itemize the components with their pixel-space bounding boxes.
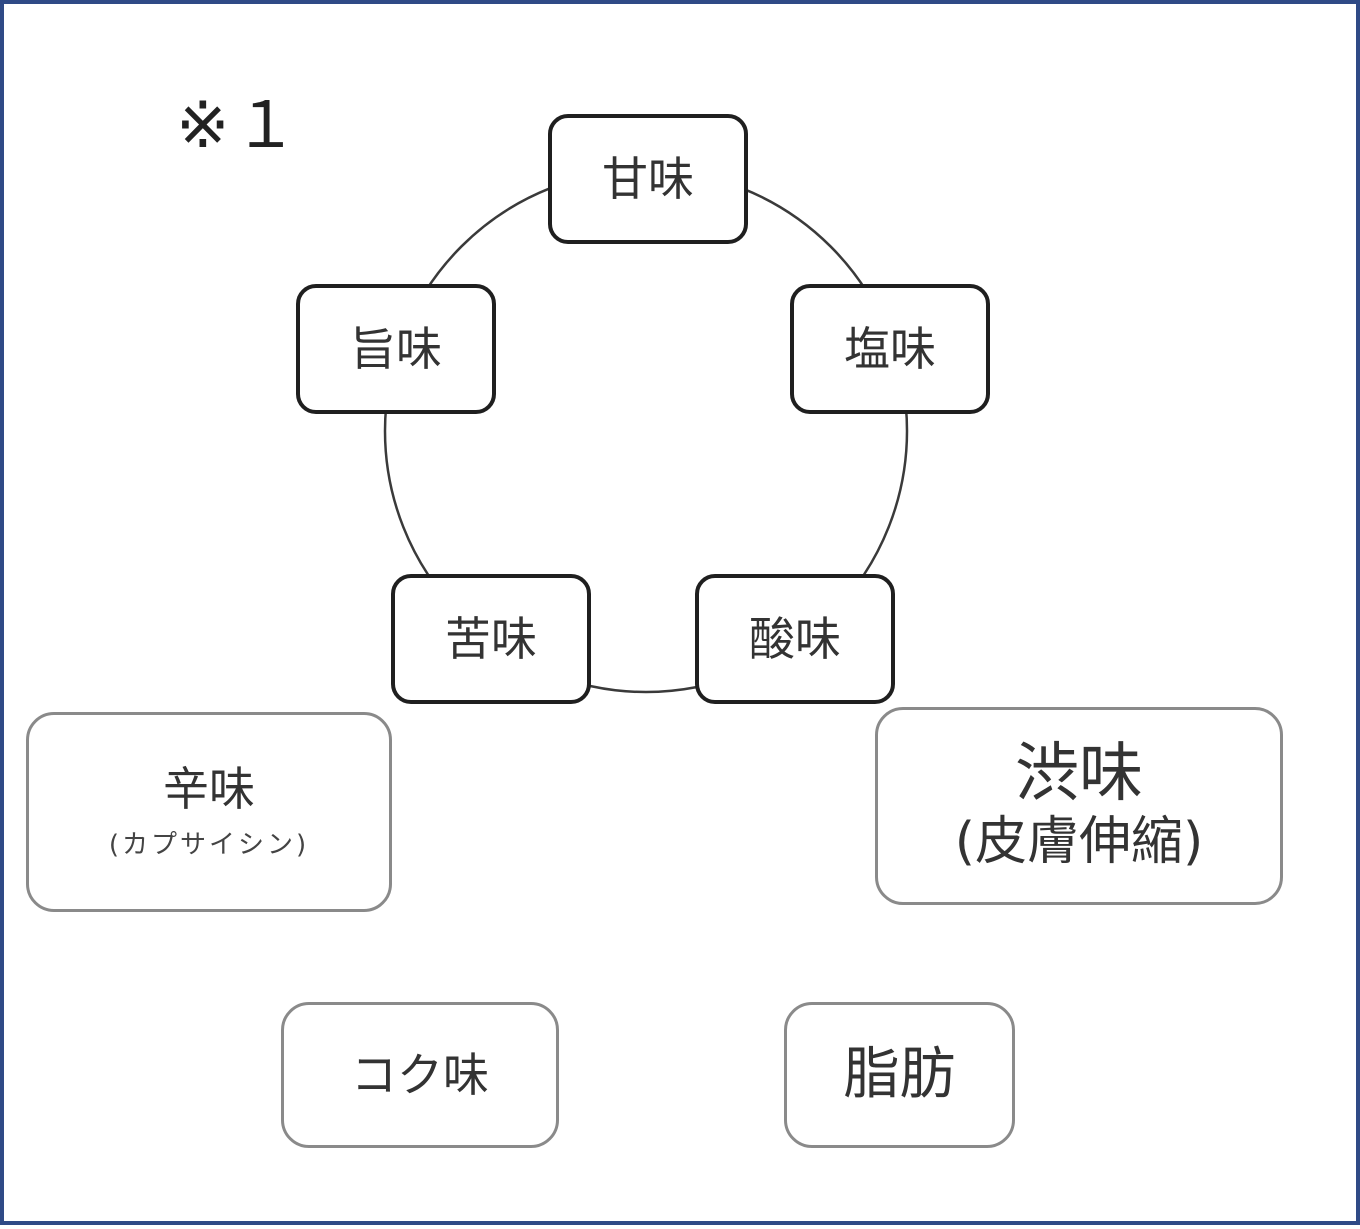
taste-label-fat: 脂肪 xyxy=(843,1041,956,1107)
taste-label-sweet: 甘味 xyxy=(602,151,694,206)
taste-box-sweet: 甘味 xyxy=(548,114,748,244)
taste-label-spicy: 辛味 xyxy=(163,762,255,817)
taste-label-salty: 塩味 xyxy=(844,321,936,376)
taste-label-umami: 旨味 xyxy=(350,321,442,376)
taste-box-kokumi: コク味 xyxy=(281,1002,559,1148)
taste-note-spicy: (カプサイシン) xyxy=(108,829,310,860)
taste-box-umami: 旨味 xyxy=(296,284,496,414)
taste-label-sour: 酸味 xyxy=(749,611,841,666)
taste-box-spicy: 辛味 (カプサイシン) xyxy=(26,712,392,912)
taste-label-bitter: 苦味 xyxy=(445,611,537,666)
taste-box-bitter: 苦味 xyxy=(391,574,591,704)
footnote-marker: ※１ xyxy=(176,89,302,163)
taste-label-astringent: 渋味 xyxy=(1015,736,1143,811)
taste-box-astringent: 渋味 (皮膚伸縮) xyxy=(875,707,1283,905)
taste-label-kokumi: コク味 xyxy=(351,1047,489,1102)
taste-box-sour: 酸味 xyxy=(695,574,895,704)
taste-box-fat: 脂肪 xyxy=(784,1002,1015,1148)
taste-box-salty: 塩味 xyxy=(790,284,990,414)
taste-note-astringent: (皮膚伸縮) xyxy=(954,812,1204,873)
